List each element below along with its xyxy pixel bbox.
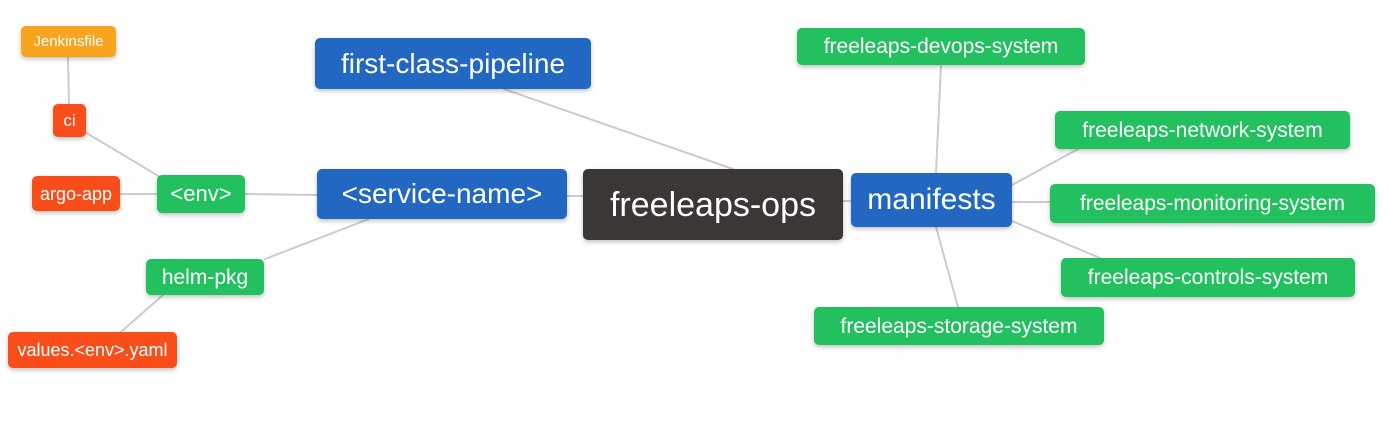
edge-manifests-network bbox=[1011, 148, 1079, 186]
node-values-env-yaml[interactable]: values.<env>.yaml bbox=[8, 332, 177, 368]
node-jenkinsfile[interactable]: Jenkinsfile bbox=[21, 26, 116, 57]
node-helm-pkg[interactable]: helm-pkg bbox=[146, 259, 264, 295]
node-freeleaps-controls-system[interactable]: freeleaps-controls-system bbox=[1061, 258, 1355, 297]
edge-manifests-storage bbox=[935, 226, 959, 308]
node-env[interactable]: <env> bbox=[157, 175, 245, 213]
node-freeleaps-storage-system[interactable]: freeleaps-storage-system bbox=[814, 307, 1104, 345]
node-ci[interactable]: ci bbox=[53, 104, 86, 137]
node-first-class-pipeline[interactable]: first-class-pipeline bbox=[315, 38, 591, 89]
node-freeleaps-devops-system[interactable]: freeleaps-devops-system bbox=[797, 28, 1085, 65]
node-freeleaps-network-system[interactable]: freeleaps-network-system bbox=[1055, 111, 1350, 149]
edge-ci-env bbox=[84, 131, 161, 178]
edge-env-service-name bbox=[244, 193, 318, 196]
node-argo-app[interactable]: argo-app bbox=[32, 176, 120, 211]
edge-pipeline-freeleaps-ops bbox=[503, 88, 734, 170]
node-freeleaps-monitoring-system[interactable]: freeleaps-monitoring-system bbox=[1050, 184, 1375, 223]
node-service-name[interactable]: <service-name> bbox=[317, 169, 567, 219]
edge-manifests-controls bbox=[1011, 220, 1101, 259]
edge-jenkinsfile-ci bbox=[67, 56, 70, 105]
edge-manifests-devops bbox=[935, 64, 942, 174]
node-freeleaps-ops[interactable]: freeleaps-ops bbox=[583, 169, 843, 240]
edge-helm-pkg-service-name bbox=[264, 218, 370, 260]
node-manifests[interactable]: manifests bbox=[851, 173, 1012, 227]
edge-values-helm-pkg bbox=[120, 294, 164, 333]
